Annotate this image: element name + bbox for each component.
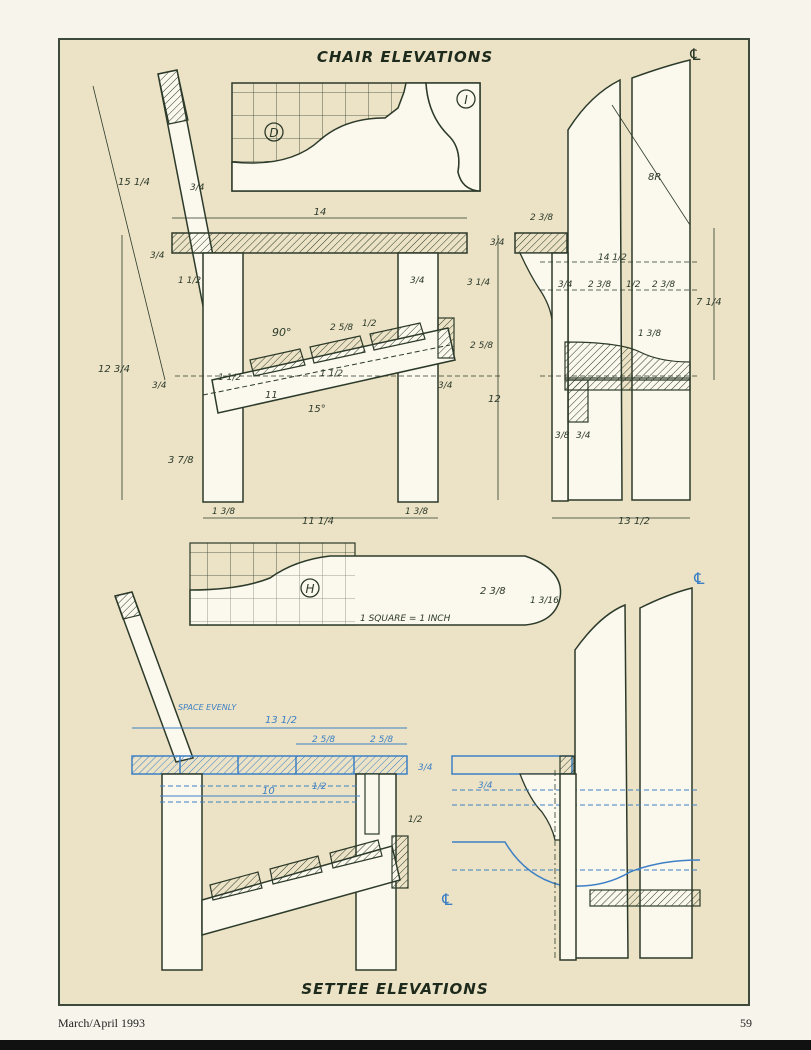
dim-settee-leg: 1/2	[408, 815, 423, 825]
dim-front-leg-offset: 1 1/2	[178, 276, 201, 286]
dim-leg-width-left: 1 3/8	[212, 507, 235, 517]
dim-arm-thick: 3/4	[150, 251, 165, 261]
dim-slat-gap: 1/2	[362, 319, 377, 329]
dim-side-c: 1/2	[626, 280, 641, 290]
pattern-label-i: I	[464, 93, 468, 107]
chair-front-elevation: ℄ 2 3/8 8R 14 1/2 3/4 2 3/8 1/2 2 3/8 7 …	[514, 45, 722, 527]
scale-note: 1 SQUARE = 1 INCH	[360, 614, 451, 624]
dim-side-span: 14 1/2	[598, 253, 627, 263]
dim-seat-c: 3/4	[152, 381, 167, 391]
dim-height-total: 12 3/4	[98, 364, 130, 375]
dim-rail-thickness: 3/4	[438, 381, 453, 391]
dim-back-length: 15 1/4	[118, 177, 150, 188]
centerline-mark-left: ℄	[440, 890, 454, 909]
note-space-evenly: SPACE EVENLY	[178, 703, 237, 712]
settee-front-elevation: 3/4 ℄ ℄	[440, 569, 706, 961]
dim-side-e: 1 3/8	[638, 329, 661, 339]
dim-rail-length: 11	[265, 390, 278, 401]
dim-seat-b: 1 1/2	[320, 369, 343, 379]
dim-settee-gap: 1/2	[312, 782, 327, 792]
dim-side-a: 3/4	[558, 280, 573, 290]
dim-leg-span: 11 1/4	[302, 516, 334, 527]
dim-leg-low: 3 7/8	[168, 455, 194, 466]
dim-arm-radius: 1 3/16	[530, 596, 559, 606]
dim-settee-thick: 3/4	[418, 763, 433, 773]
dim-settee-span: 13 1/2	[265, 715, 297, 726]
pattern-grid-d-i: D I	[231, 82, 481, 192]
dim-side-b: 2 3/8	[588, 280, 611, 290]
dim-side-g: 3/4	[576, 431, 591, 441]
dim-side-base: 13 1/2	[618, 516, 650, 527]
dim-seat-depth: 14	[314, 207, 327, 218]
pattern-label-d: D	[269, 126, 278, 140]
dim-arm-width: 2 3/8	[480, 586, 506, 597]
dim-settee-rail: 10	[262, 786, 275, 797]
dim-seat-angle: 15°	[308, 404, 326, 415]
dim-side-d: 2 3/8	[652, 280, 675, 290]
pattern-label-h: H	[305, 582, 314, 596]
dim-seat-a: 1 1/2	[218, 373, 241, 383]
dim-back-leg-height: 12	[488, 394, 501, 405]
dim-rail-width: 2 5/8	[470, 341, 493, 351]
dim-rail-thick: 3/4	[410, 276, 425, 286]
chair-elevations-title: CHAIR ELEVATIONS	[317, 48, 493, 66]
dim-side-radius: 8R	[648, 172, 661, 183]
dim-side-f: 3/8	[555, 431, 570, 441]
footer-page-number: 59	[740, 1016, 752, 1030]
chair-side-elevation: 15 1/4 3/4 14 3/4 1 1/2 12 3/4 3/4 3 1/4…	[92, 69, 505, 527]
dim-slat-width: 2 5/8	[330, 323, 353, 333]
dim-settee-side-thick: 3/4	[478, 781, 493, 791]
dim-side-arm-width: 2 3/8	[530, 213, 553, 223]
centerline-mark-top: ℄	[688, 45, 702, 64]
dim-settee-slat-b: 2 5/8	[370, 735, 393, 745]
dim-right-arm: 3/4	[490, 238, 505, 248]
footer-issue-date: March/April 1993	[58, 1016, 145, 1030]
scan-edge	[0, 1040, 811, 1050]
centerline-mark-right: ℄	[692, 569, 706, 588]
dim-back-thick: 3/4	[190, 183, 205, 193]
arm-pattern-h: H 1 SQUARE = 1 INCH 2 3/8 1 3/16	[189, 542, 562, 626]
dim-side-height: 7 1/4	[696, 297, 722, 308]
dim-leg-width-right: 1 3/8	[405, 507, 428, 517]
dim-settee-slat-a: 2 5/8	[312, 735, 335, 745]
settee-elevations-title: SETTEE ELEVATIONS	[301, 980, 488, 998]
dim-rail-drop: 3 1/4	[467, 278, 490, 288]
settee-side-elevation: 13 1/2 SPACE EVENLY 2 5/8 2 5/8 3/4 1/2 …	[114, 591, 433, 971]
dim-angle: 90°	[272, 326, 292, 339]
